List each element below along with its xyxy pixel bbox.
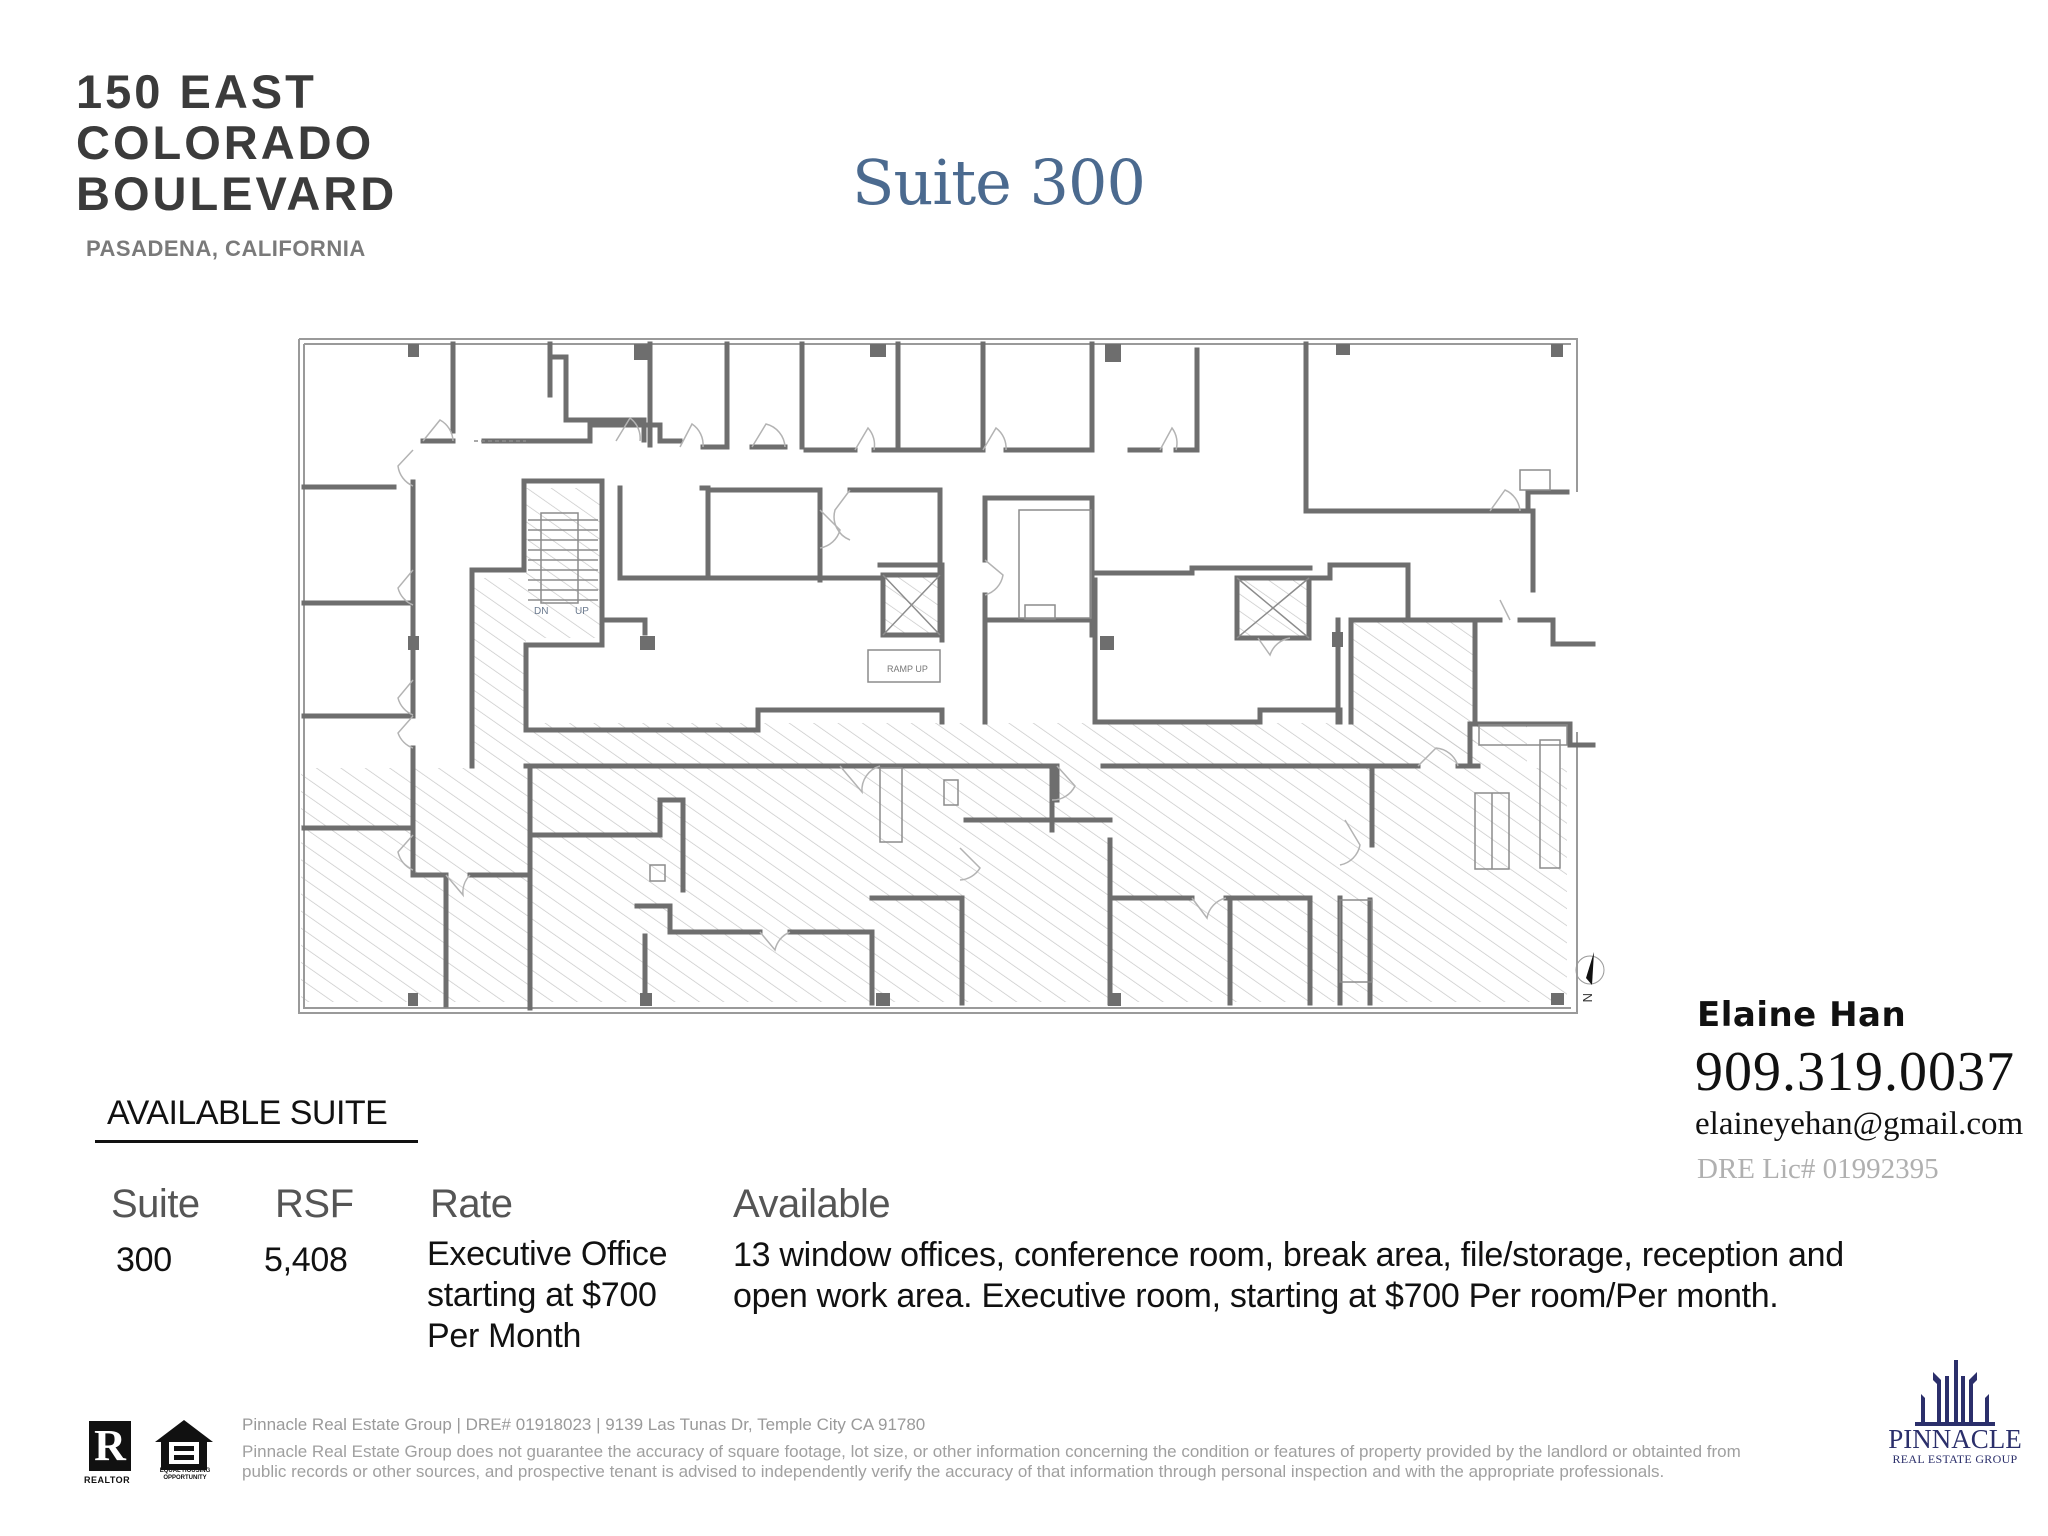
- brand-tagline: REAL ESTATE GROUP: [1892, 1452, 2018, 1466]
- equal-housing-icon: [155, 1420, 213, 1470]
- column-header-rsf: RSF: [275, 1182, 354, 1226]
- walls: [301, 341, 1596, 1011]
- north-label: N: [1580, 993, 1595, 1002]
- pinnacle-logo-icon: [1915, 1360, 1995, 1426]
- building-title-line-2: COLORADO: [76, 116, 375, 169]
- north-arrow-icon: N: [1575, 952, 1605, 1002]
- brand-name: PINNACLE: [1888, 1424, 2022, 1454]
- footer-company-line: Pinnacle Real Estate Group | DRE# 019180…: [242, 1415, 926, 1434]
- perimeter-outline: [298, 338, 1578, 1014]
- rate-line-1: Executive Office: [427, 1235, 668, 1273]
- building-city: PASADENA, CALIFORNIA: [86, 236, 366, 261]
- equal-housing-label: EQUAL HOUSING OPPORTUNITY: [159, 1468, 211, 1481]
- agent-name: Elaine Han: [1697, 995, 1907, 1035]
- available-line-1: 13 window offices, conference room, brea…: [733, 1236, 1844, 1274]
- realtor-logo-icon: R: [89, 1421, 131, 1471]
- ramp-label: RAMP UP: [887, 664, 928, 674]
- building-title-line-3: BOULEVARD: [76, 167, 398, 220]
- cell-rate: Executive Office starting at $700 Per Mo…: [427, 1234, 668, 1357]
- rate-line-3: Per Month: [427, 1317, 582, 1355]
- footer-disclaimer: Pinnacle Real Estate Group does not guar…: [242, 1442, 1862, 1482]
- door-swings: [397, 416, 1521, 952]
- stair-up-label: UP: [575, 606, 589, 617]
- column-header-available: Available: [733, 1182, 891, 1226]
- disclaimer-line-1: Pinnacle Real Estate Group does not guar…: [242, 1442, 1741, 1461]
- available-line-2: open work area. Executive room, starting…: [733, 1277, 1779, 1315]
- cell-suite: 300: [116, 1241, 172, 1279]
- rate-line-2: starting at $700: [427, 1276, 657, 1314]
- disclaimer-line-2: public records or other sources, and pro…: [242, 1462, 1665, 1481]
- structural-columns: [408, 344, 1564, 1006]
- cell-available: 13 window offices, conference room, brea…: [733, 1235, 1844, 1317]
- fixtures: [474, 440, 1568, 983]
- realtor-mark: R: [94, 1421, 126, 1470]
- agent-phone[interactable]: 909.319.0037: [1695, 1041, 2015, 1103]
- realtor-label: REALTOR: [84, 1475, 131, 1485]
- building-title-line-1: 150 EAST: [76, 65, 317, 118]
- agent-license: DRE Lic# 01992395: [1697, 1153, 1939, 1185]
- available-area-hatch: [301, 488, 1567, 1002]
- agent-email[interactable]: elaineyehan@gmail.com: [1695, 1106, 2024, 1142]
- building-title: 150 EAST COLORADO BOULEVARD: [76, 66, 397, 219]
- stair-down-label: DN: [534, 606, 548, 617]
- available-suite-heading: AVAILABLE SUITE: [107, 1094, 388, 1132]
- column-header-rate: Rate: [430, 1182, 513, 1226]
- suite-title: Suite 300: [852, 146, 1146, 219]
- cell-rsf: 5,408: [264, 1241, 348, 1279]
- column-header-suite: Suite: [111, 1182, 200, 1226]
- heading-underline: [95, 1140, 418, 1143]
